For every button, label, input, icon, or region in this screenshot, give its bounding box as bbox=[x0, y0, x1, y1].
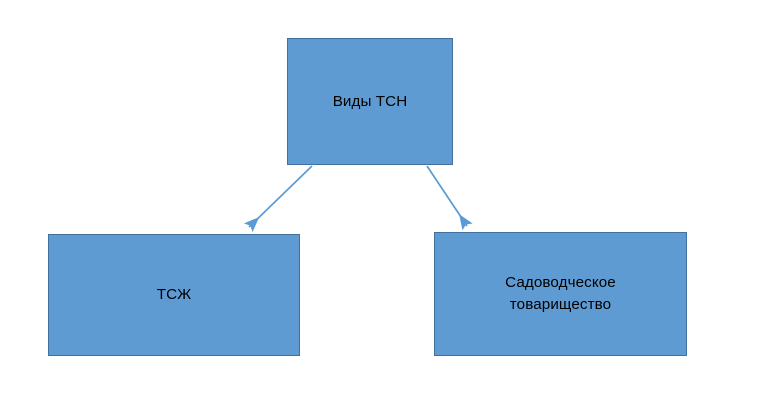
node-root[interactable]: Виды ТСН bbox=[287, 38, 453, 165]
node-tszh[interactable]: ТСЖ bbox=[48, 234, 300, 356]
node-garden-label: Садоводческое товарищество bbox=[505, 274, 616, 313]
node-tszh-label: ТСЖ bbox=[156, 286, 192, 304]
node-garden[interactable]: Садоводческое товарищество bbox=[434, 232, 687, 356]
connector-root-to-garden bbox=[426, 165, 473, 231]
connector-root-to-tszh bbox=[244, 165, 313, 233]
node-root-label: Виды ТСН bbox=[332, 92, 408, 110]
